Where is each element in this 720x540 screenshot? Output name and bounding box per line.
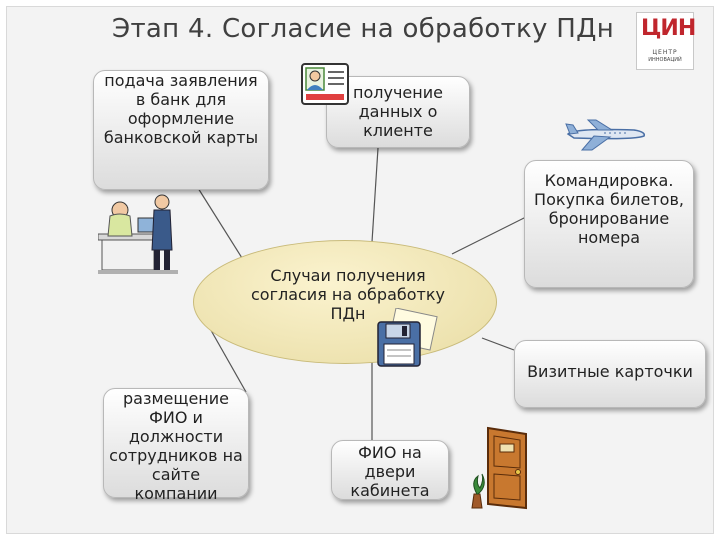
node-website: размещение ФИО и должности сотрудников н… <box>103 388 249 503</box>
connector-business-cards <box>481 337 515 351</box>
id-card-icon <box>301 63 349 105</box>
node-business-cards-text: Визитные карточки <box>527 362 693 381</box>
airplane-icon <box>565 119 646 151</box>
logo-mark: ЦИН <box>641 16 696 41</box>
node-door: ФИО на двери кабинета <box>331 440 449 500</box>
node-door-text: ФИО на двери кабинета <box>350 443 430 500</box>
center-text: Случаи получения согласия на обработку П… <box>250 266 445 323</box>
connector-client-data <box>371 147 379 243</box>
node-client-data: получение данных о клиенте <box>326 76 470 148</box>
logo-line-1: ЦЕНТР <box>652 49 678 56</box>
connector-business-trip <box>451 213 533 255</box>
node-client-data-text: получение данных о клиенте <box>353 83 443 140</box>
node-website-text: размещение ФИО и должности сотрудников н… <box>109 389 243 503</box>
node-business-trip-text: Командировка. Покупка билетов, бронирова… <box>534 171 684 247</box>
bank-clerk-illustration <box>98 194 178 274</box>
floppy-disk-icon <box>377 308 438 367</box>
company-logo: ЦИН ЦЕНТР ИННОВАЦИЙ <box>636 12 696 70</box>
node-business-cards: Визитные карточки <box>514 340 706 408</box>
node-bank-card-text: подача заявления в банк для оформление б… <box>103 71 259 147</box>
node-bank-card: подача заявления в банк для оформление б… <box>93 70 269 190</box>
logo-line-2: ИННОВАЦИЙ <box>648 57 682 63</box>
connector-bank-card <box>197 187 243 259</box>
door-illustration <box>471 426 527 510</box>
slide-title: Этап 4. Согласие на обработку ПДн <box>112 14 615 44</box>
node-business-trip: Командировка. Покупка билетов, бронирова… <box>524 160 694 288</box>
center-ellipse <box>193 240 497 364</box>
